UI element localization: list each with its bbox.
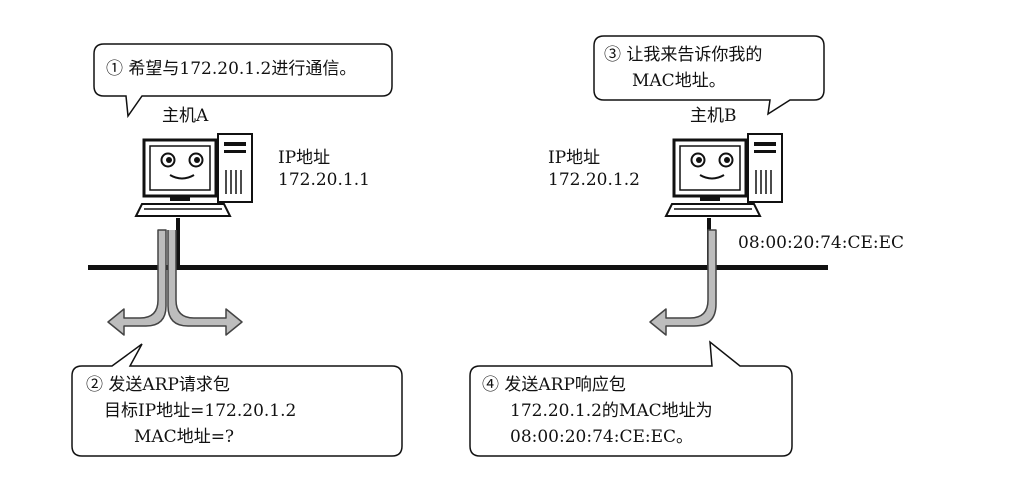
- bubble-2-text-line3: MAC地址=?: [134, 427, 235, 447]
- speech-bubble-3: [593, 35, 825, 116]
- speech-bubble-4: [469, 340, 793, 457]
- network-bus: [88, 265, 828, 270]
- bubble-3-text-line2: MAC地址。: [632, 71, 726, 91]
- host-a-name: 主机A: [162, 106, 209, 126]
- host-a-drop-cable: [176, 218, 180, 268]
- host-a-ip-value: 172.20.1.1: [278, 170, 370, 190]
- bubble-3-text-line1: ③ 让我来告诉你我的: [604, 45, 763, 65]
- bubble-4-text-line3: 08:00:20:74:CE:EC。: [510, 427, 693, 447]
- bubble-2-text-line2: 目标IP地址=172.20.1.2: [104, 401, 297, 421]
- bubble-2-text-line1: ② 发送ARP请求包: [86, 375, 230, 395]
- host-b-ip-label: IP地址: [548, 148, 601, 168]
- bubble-4-text-line1: ④ 发送ARP响应包: [482, 375, 626, 395]
- arp-reply-arrow: [649, 229, 717, 336]
- bubble-1-text: ① 希望与172.20.1.2进行通信。: [106, 59, 357, 79]
- speech-bubble-2: [71, 343, 403, 457]
- host-b-name: 主机B: [690, 106, 737, 126]
- bubble-4-text-line2: 172.20.1.2的MAC地址为: [510, 401, 713, 421]
- host-a-computer: [134, 133, 253, 217]
- arp-request-broadcast-arrow: [107, 229, 243, 336]
- host-b-mac-address: 08:00:20:74:CE:EC: [738, 233, 904, 253]
- host-a-ip-label: IP地址: [278, 148, 331, 168]
- host-b-ip-value: 172.20.1.2: [548, 170, 640, 190]
- host-b-computer: [664, 133, 783, 217]
- speech-bubble-1: [93, 43, 393, 119]
